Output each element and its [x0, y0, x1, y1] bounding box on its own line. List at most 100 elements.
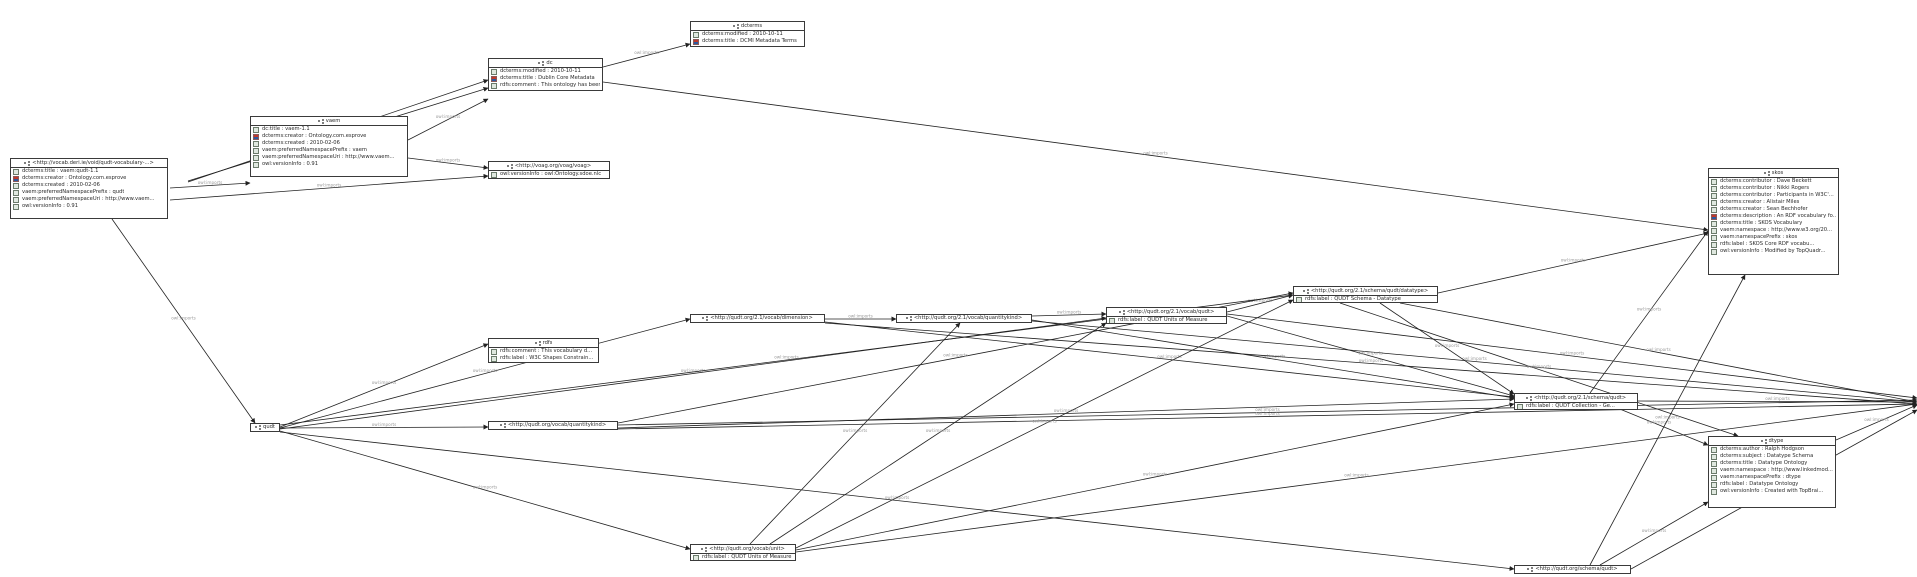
edge-label: owl:imports	[1560, 351, 1585, 356]
ontology-icon	[1760, 438, 1767, 444]
node-header: <http://voag.org/voag/voag>	[489, 162, 609, 171]
ontology-node-qudt-collection[interactable]: <http://qudt.org/2.1/schema/qudt>rdfs:la…	[1514, 393, 1638, 410]
ontology-icon	[1302, 288, 1309, 294]
edge-label: owl:imports	[1655, 415, 1680, 420]
annotation-row: owl:versionInfo : owl:Ontology.sdoe.nlc	[489, 171, 609, 178]
annotation-text: rdfs:label : QUDT Units of Measure	[702, 554, 792, 560]
property-icon	[253, 126, 259, 133]
annotation-text: rdfs:comment : This vocabulary d...	[500, 348, 593, 354]
imports-edge	[1226, 313, 1917, 400]
ontology-node-qudt-2-1[interactable]: <http://qudt.org/2.1/vocab/qudt>rdfs:lab…	[1106, 307, 1227, 324]
ontology-node-unit[interactable]: <http://qudt.org/vocab/unit>rdfs:label :…	[690, 544, 796, 561]
edge-label: owl:imports	[1527, 364, 1552, 369]
imports-edge	[169, 180, 251, 189]
annotation-row: owl:versionInfo : Created with TopBrai..…	[1709, 488, 1835, 495]
property-icon	[491, 171, 497, 178]
property-icon	[1711, 192, 1717, 199]
imports-edge	[169, 173, 489, 201]
property-icon	[1711, 199, 1717, 206]
imports-edge	[1637, 399, 1917, 405]
ontology-node-quantitykind-vocab[interactable]: <http://qudt.org/vocab/quantitykind>	[488, 421, 618, 430]
property-icon	[1711, 185, 1717, 192]
annotation-row: dcterms:creator : Ontology.com.esprove	[251, 133, 407, 140]
node-header: <http://qudt.org/2.1/vocab/qudt>	[1107, 308, 1226, 317]
edge-label: owl:imports	[1143, 151, 1168, 156]
property-icon	[13, 196, 19, 203]
annotation-row: rdfs:label : QUDT Collection - Ge...	[1515, 403, 1637, 409]
annotation-row: owl:versionInfo : 0.91	[251, 161, 407, 168]
annotation-text: dcterms:creator : Ontology.com.esprove	[22, 175, 127, 181]
annotation-row: dcterms:contributor : Nikki Rogers	[1709, 185, 1838, 192]
node-title: <http://qudt.org/2.1/schema/qudt/datatyp…	[1310, 287, 1429, 294]
annotation-text: dcterms:author : Ralph Hodgson	[1720, 446, 1805, 452]
ontology-icon	[732, 23, 739, 29]
annotation-text: vaem:preferredNamespacePrefix : qudt	[22, 189, 125, 195]
ontology-node-qudt-schema-datatype[interactable]: <http://qudt.org/2.1/schema/qudt/datatyp…	[1293, 286, 1438, 303]
imports-edge	[1031, 319, 1515, 400]
property-icon	[1711, 474, 1717, 481]
ontology-node-voag[interactable]: <http://voag.org/voag/voag>owl:versionIn…	[488, 161, 610, 179]
imports-edge	[1031, 320, 1917, 405]
edge-label: owl:imports	[926, 428, 951, 433]
imports-edge	[769, 322, 1107, 545]
ontology-node-qudt[interactable]: qudt	[250, 423, 280, 432]
property-icon	[253, 161, 259, 168]
annotation-text: owl:versionInfo : Created with TopBrai..…	[1720, 488, 1824, 494]
edge-label: owl:imports	[1864, 417, 1889, 422]
annotation-text: dcterms:creator : Alistair Miles	[1720, 199, 1800, 205]
property-icon	[1711, 234, 1717, 241]
annotation-row: dcterms:modified : 2010-10-11	[489, 68, 602, 75]
edge-label: owl:imports	[843, 428, 868, 433]
property-icon	[693, 31, 699, 38]
imports-edge	[1599, 501, 1709, 566]
annotation-row: dcterms:contributor : Dave Beckett	[1709, 178, 1838, 185]
ontology-icon	[701, 546, 708, 552]
annotation-row: rdfs:label : SKOS Core RDF vocabu...	[1709, 241, 1838, 248]
node-header: <http://qudt.org/schema/qudt>	[1515, 566, 1630, 573]
node-title: dtype	[1768, 437, 1784, 444]
imports-edge	[1226, 315, 1515, 398]
ontology-icon	[1118, 309, 1125, 315]
annotation-row: vaem:preferredNamespacePrefix : vaem	[251, 147, 407, 154]
ontology-icon	[1763, 170, 1770, 176]
edge-label: owl:imports	[1435, 343, 1460, 348]
ontology-node-root[interactable]: <http://vocab.deri.ie/void/qudt-vocabula…	[10, 158, 168, 219]
edge-label: owl:imports	[171, 316, 196, 321]
annotation-row: rdfs:label : Datatype Ontology	[1709, 481, 1835, 488]
edge-label: owl:imports	[1642, 528, 1667, 533]
imports-edge	[1379, 302, 1515, 395]
imports-edge	[1835, 404, 1917, 441]
edge-label: owl:imports	[1561, 258, 1586, 263]
edge-label: owl:imports	[634, 50, 659, 55]
node-header: vaem	[251, 117, 407, 126]
annotation-text: dcterms:subject : Datatype Schema	[1720, 453, 1814, 459]
imports-edge	[1226, 293, 1294, 313]
ontology-node-schema-qudt[interactable]: <http://qudt.org/schema/qudt>	[1514, 565, 1631, 574]
annotation-text: dcterms:creator : Sean Bechhofer	[1720, 206, 1808, 212]
annotation-row: dcterms:modified : 2010-10-11	[691, 31, 804, 38]
ontology-node-quantitykind[interactable]: <http://qudt.org/2.1/vocab/quantitykind>	[896, 314, 1032, 323]
ontology-icon	[255, 425, 262, 430]
annotation-text: dc:title : vaem-1.1	[262, 126, 310, 132]
edge-label: owl:imports	[1344, 473, 1369, 478]
annotation-row: vaem:namespacePrefix : skos	[1709, 234, 1838, 241]
annotation-text: vaem:preferredNamespacePrefix : vaem	[262, 147, 367, 153]
annotation-text: owl:versionInfo : owl:Ontology.sdoe.nlc	[500, 171, 602, 177]
annotation-text: rdfs:label : W3C Shapes Constrain...	[500, 355, 594, 361]
ontology-node-dimension[interactable]: <http://qudt.org/2.1/vocab/dimension>	[690, 314, 825, 323]
annotation-row: dcterms:author : Ralph Hodgson	[1709, 446, 1835, 453]
property-icon	[1711, 453, 1717, 460]
annotation-text: vaem:namespacePrefix : skos	[1720, 234, 1798, 240]
annotation-row: dcterms:subject : Datatype Schema	[1709, 453, 1835, 460]
annotation-text: dcterms:modified : 2010-10-11	[702, 31, 783, 37]
language-flag-icon	[1711, 213, 1717, 220]
annotation-row: dcterms:title : SKOS Vocabulary	[1709, 220, 1838, 227]
edge-label: owl:imports	[1358, 351, 1383, 356]
property-icon	[1711, 446, 1717, 453]
